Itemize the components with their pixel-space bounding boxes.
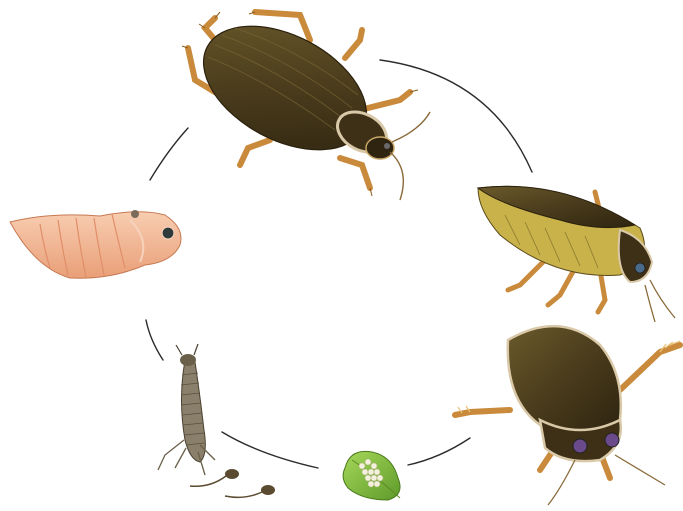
pupa-icon — [10, 210, 181, 278]
adult-beetle-icon — [182, 1, 430, 200]
arc-adult-to-side — [380, 60, 532, 172]
arc-eggs-to-larva — [222, 432, 318, 468]
eggs-on-leaf-icon — [343, 451, 400, 500]
arc-pupa-to-adult — [150, 128, 188, 180]
arc-larva-to-pupa — [146, 320, 163, 360]
beetle-side-view-icon — [478, 186, 675, 322]
beetle-front-view-icon — [455, 326, 680, 505]
arc-front-to-eggs — [408, 438, 470, 465]
larva-icon — [158, 344, 275, 497]
